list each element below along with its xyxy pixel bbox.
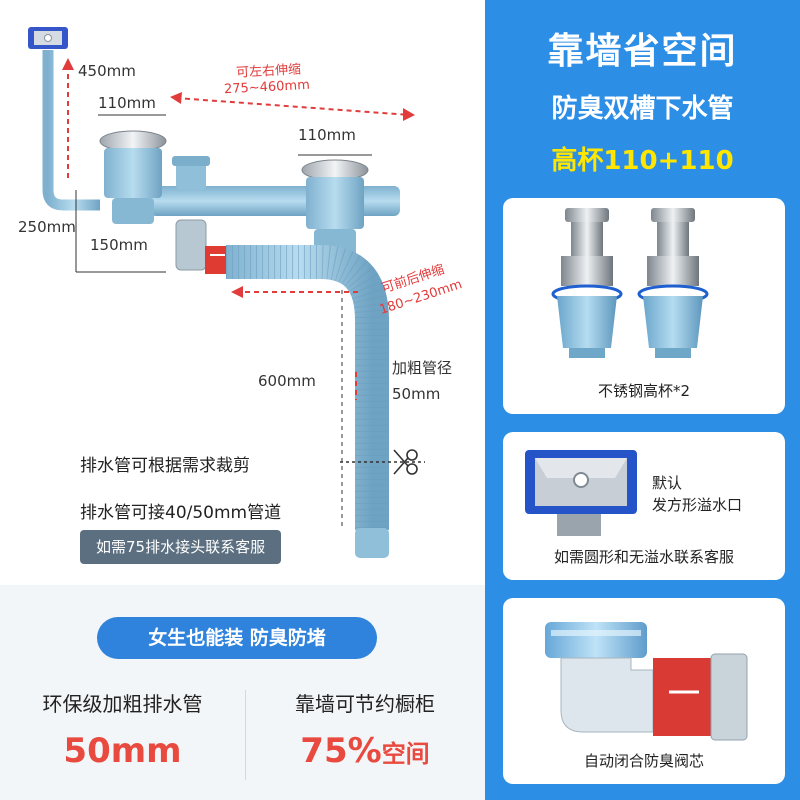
feature-pipe-value: 50mm [63,731,182,771]
panel-title: 靠墙省空间 [547,31,738,72]
overflow-outlet-icon [28,27,68,49]
steel-cup-image [551,208,709,358]
feature-pill: 女生也能装 防臭防堵 [97,617,377,659]
contact-note-badge: 如需75排水接头联系客服 [80,530,282,564]
dimension-lines [67,65,411,400]
feature-space: 靠墙可节约橱柜 75%空间 [245,688,485,771]
dim-overflow-height: 450mm [78,62,136,80]
panel-subtitle: 防臭双槽下水管 [551,94,734,124]
card-strainer-caption: 不锈钢高杯*2 [597,382,691,400]
feature-pipe: 环保级加粗排水管 50mm [0,688,245,771]
feature-space-value: 75%空间 [245,731,485,771]
card-valve-caption: 自动闭合防臭阀芯 [583,752,704,770]
feature-pipe-label: 环保级加粗排水管 [42,692,203,716]
dim-height-250: 250mm [18,218,76,236]
overflow-default-note: 默认 发方形溢水口 [652,472,742,516]
overflow-default-label: 默认 [652,474,683,492]
dim-hose-length: 600mm [258,372,316,390]
lr-adjust-label: 可左右伸缩 [235,62,302,81]
card-valve: 自动闭合防臭阀芯 [503,598,785,784]
feature-space-label: 靠墙可节约橱柜 [295,692,435,716]
feature-divider [245,690,246,780]
left-section: 450mm 110mm 110mm 250mm 150mm 600mm 可左右伸… [0,0,485,800]
card-strainer-cups: 不锈钢高杯*2 [503,198,785,414]
feature-space-number: 75% [300,731,382,771]
card-overflow: 默认 发方形溢水口 如需圆形和无溢水联系客服 [503,432,785,580]
note-connect: 排水管可接40/50mm管道 [80,503,282,523]
dim-left-cup-width: 110mm [98,94,156,112]
card-overflow-caption: 如需圆形和无溢水联系客服 [553,548,734,566]
pipe-illustration [28,27,425,558]
feature-space-unit: 空间 [381,740,430,768]
dim-right-cup-width: 110mm [298,126,356,144]
measure-lines [75,114,372,530]
note-cut: 排水管可根据需求裁剪 [80,456,250,476]
panel-spec: 高杯110+110 [551,146,734,176]
right-strainer-cup [301,159,369,259]
dim-depth-150: 150mm [90,236,148,254]
thick-pipe-label: 加粗管径 [392,359,453,377]
left-strainer-cup [99,130,167,224]
overflow-default-desc: 发方形溢水口 [652,496,743,514]
thick-pipe-value: 50mm [392,385,441,403]
scissors-icon [340,449,425,475]
valve-image [545,622,748,741]
square-overflow-image [525,450,637,536]
pipe-diagram: 450mm 110mm 110mm 250mm 150mm 600mm 可左右伸… [0,0,485,585]
